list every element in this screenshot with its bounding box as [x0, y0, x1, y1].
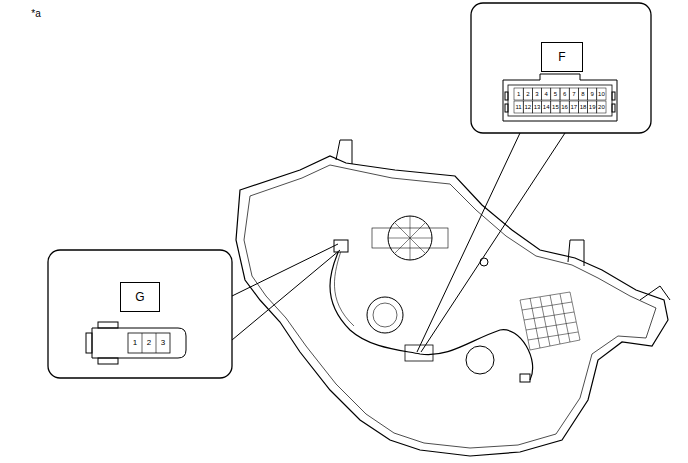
- pin-number: 16: [561, 104, 568, 110]
- pin-number: 8: [581, 91, 584, 97]
- pin-number: 10: [598, 91, 605, 97]
- leader-line: [417, 133, 565, 352]
- pin-cell: [532, 88, 541, 100]
- pin-number: 2: [526, 91, 529, 97]
- connector-latch: [612, 104, 615, 112]
- vent-grid: [520, 292, 580, 350]
- connector-cavity: [508, 85, 612, 116]
- pin-number: 3: [535, 91, 538, 97]
- pin-cell: [578, 101, 587, 113]
- pin-number: 3: [161, 339, 165, 347]
- wire-harness: [334, 248, 354, 326]
- bulb-port-inner: [373, 303, 397, 327]
- leader-line: [232, 244, 340, 340]
- pin-number: 19: [589, 104, 596, 110]
- connector-tab: [98, 322, 118, 328]
- pin-number: 7: [572, 91, 575, 97]
- pin-cell: [560, 88, 569, 100]
- pin-cell: [597, 88, 606, 100]
- pin-cell: [578, 88, 587, 100]
- pin-cell: [532, 101, 541, 113]
- pin-number: 13: [534, 104, 541, 110]
- mount-tab: [336, 140, 352, 164]
- pin-cell: [597, 101, 606, 113]
- pin-cell: [569, 101, 578, 113]
- pin-cell: [551, 101, 560, 113]
- connector-face: [503, 74, 617, 121]
- pin-number: 17: [570, 104, 577, 110]
- pin-number: 5: [554, 91, 557, 97]
- pin-cell: [523, 88, 532, 100]
- connector-code: G: [135, 291, 144, 303]
- pin-cell: [551, 88, 560, 100]
- callout-panel: [471, 3, 651, 133]
- pin-number: 15: [552, 104, 559, 110]
- headlamp-housing: [236, 156, 668, 456]
- pin-cell: [542, 88, 551, 100]
- pin-cell: [569, 88, 578, 100]
- bulb-port: [367, 297, 403, 333]
- connector-code-box: F: [541, 42, 583, 72]
- pin-number: 18: [580, 104, 587, 110]
- fan-bracket: [372, 228, 448, 248]
- pin-cell: [588, 88, 597, 100]
- wire-harness: [330, 248, 533, 380]
- pin-number: 9: [591, 91, 594, 97]
- pin-number: 1: [133, 339, 137, 347]
- pin-number: 12: [524, 104, 531, 110]
- connector-code-box: G: [120, 282, 160, 312]
- connector-latch: [86, 333, 92, 353]
- pin-number: 1: [517, 91, 520, 97]
- pin-number: 4: [545, 91, 548, 97]
- housing-inner-rim: [244, 165, 656, 448]
- pin-grid: [514, 88, 606, 113]
- pin-cell: [542, 101, 551, 113]
- connector-cavity: [128, 333, 170, 353]
- pin-number: 14: [543, 104, 550, 110]
- view-label: *a: [31, 9, 40, 19]
- connector-g-on-housing: [334, 240, 348, 252]
- pin-number: 11: [515, 104, 521, 110]
- fan-blades: [388, 216, 432, 260]
- pin-cell: [514, 101, 523, 113]
- connector-latch: [505, 104, 508, 112]
- connector-face: [92, 328, 186, 358]
- pin-cell: [514, 88, 523, 100]
- connector-code: F: [558, 51, 565, 63]
- pin-cell: [523, 101, 532, 113]
- pin-number: 20: [598, 104, 605, 110]
- connector-latch: [505, 92, 508, 100]
- connector-tab: [98, 358, 118, 364]
- connector-latch: [612, 92, 615, 100]
- pin-number: 6: [563, 91, 566, 97]
- pin-grid: [142, 333, 156, 353]
- callout-panel: [48, 250, 232, 378]
- pin-cell: [560, 101, 569, 113]
- socket-port: [466, 346, 494, 374]
- pin-number: 2: [147, 339, 151, 347]
- pin-cell: [588, 101, 597, 113]
- screw: [480, 258, 488, 266]
- mount-tab: [568, 240, 584, 266]
- connector-small: [520, 374, 530, 382]
- mount-tab: [640, 286, 670, 300]
- fan: [388, 216, 432, 260]
